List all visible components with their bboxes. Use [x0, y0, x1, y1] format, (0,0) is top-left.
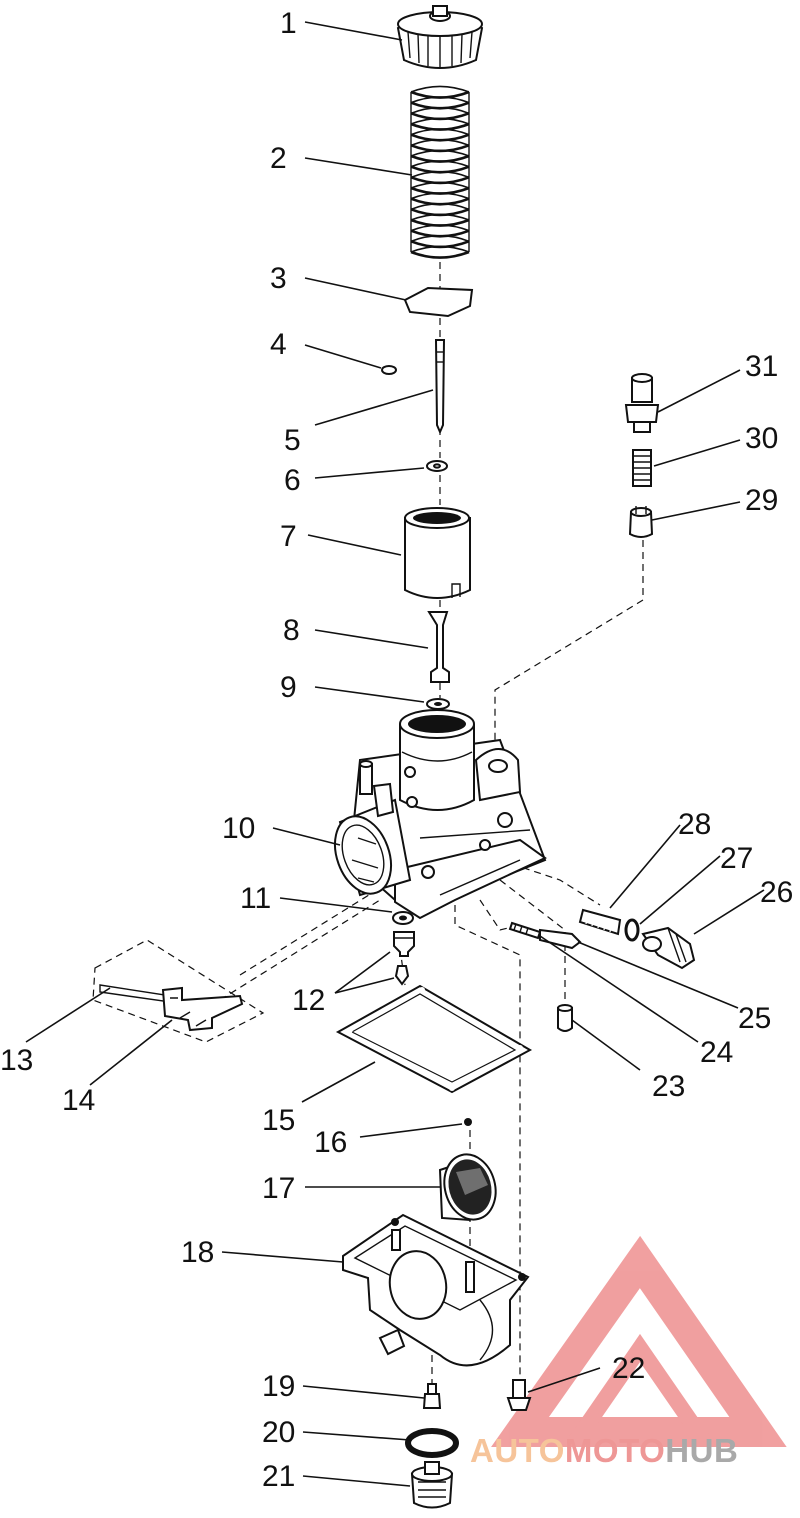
callout-labels: 1 2 3 4 5 6 7 8 9 10 11 12 13 14 15 16 1… — [0, 7, 793, 1493]
svg-text:AUTOMOTOHUB: AUTOMOTOHUB — [470, 1432, 738, 1469]
spring-coil-back — [410, 181, 470, 189]
callout-14: 14 — [62, 1084, 95, 1117]
part-14-bracket — [161, 986, 244, 1032]
callout-10: 10 — [222, 812, 255, 845]
part-30-air-screw-spring — [632, 449, 652, 487]
watermark-auto: AUTO — [470, 1432, 565, 1469]
part-9-washer — [426, 698, 450, 710]
spring-coil-back — [410, 106, 470, 115]
callout-16: 16 — [314, 1126, 347, 1159]
callout-22: 22 — [612, 1352, 645, 1385]
part-20-o-ring — [405, 1428, 459, 1458]
callout-5: 5 — [284, 424, 301, 457]
callout-20: 20 — [262, 1416, 295, 1449]
part-17-float — [438, 1153, 497, 1222]
callout-6: 6 — [284, 464, 301, 497]
part-3-retainer-plate — [403, 286, 474, 318]
part-13-vent-tube — [99, 984, 172, 1003]
callout-25: 25 — [738, 1002, 771, 1035]
part-2-spring — [410, 85, 470, 259]
spring-coil-back — [410, 234, 470, 243]
watermark-text: AUTOMOTOHUB — [470, 1432, 738, 1469]
callout-27: 27 — [720, 842, 753, 875]
part-29-air-screw-seat — [628, 506, 654, 538]
callout-18: 18 — [181, 1236, 214, 1269]
callout-1: 1 — [280, 7, 297, 40]
part-16-pin — [464, 1118, 472, 1126]
spring-coil-back — [410, 117, 470, 125]
callout-19: 19 — [262, 1370, 295, 1403]
spring-coil-front — [410, 250, 470, 259]
spring-coil-back — [410, 202, 470, 211]
callout-12: 12 — [292, 984, 325, 1017]
callout-28: 28 — [678, 808, 711, 841]
part-21-drain-plug — [410, 1461, 454, 1509]
watermark-logo — [491, 1235, 787, 1447]
spring-coil-back — [410, 160, 470, 168]
part-23-cap — [557, 1004, 573, 1032]
callout-2: 2 — [270, 142, 287, 175]
part-28-spring — [578, 908, 622, 936]
part-10-carburetor-body — [333, 709, 547, 920]
callout-8: 8 — [283, 614, 300, 647]
callout-30: 30 — [745, 422, 778, 455]
part-12-inlet-needle-valve — [393, 931, 415, 986]
part-11-washer — [392, 911, 414, 925]
callout-31: 31 — [745, 350, 778, 383]
callout-11: 11 — [240, 882, 271, 915]
part-25-pilot-screw — [539, 928, 582, 950]
part-8-needle-jet — [427, 611, 450, 683]
watermark-hub: HUB — [665, 1432, 738, 1469]
spring-coil-back — [410, 149, 470, 157]
spring-coil-back — [410, 170, 470, 179]
callout-23: 23 — [652, 1070, 685, 1103]
spring-coil-back — [410, 213, 470, 221]
watermark-moto: MOTO — [565, 1432, 665, 1469]
callout-17: 17 — [262, 1172, 295, 1205]
part-7-throttle-slide — [404, 507, 471, 599]
part-19-main-jet — [422, 1383, 442, 1409]
part-5-jet-needle — [434, 339, 446, 435]
spring-coil-back — [410, 224, 470, 232]
part-6-washer — [426, 460, 448, 472]
callout-13: 13 — [0, 1044, 33, 1077]
callout-26: 26 — [760, 876, 793, 909]
part-24-idle-screw — [508, 921, 542, 940]
callout-21: 21 — [262, 1460, 295, 1493]
callout-24: 24 — [700, 1036, 733, 1069]
part-1-top-cap — [396, 5, 484, 69]
leader-lines — [25, 21, 765, 1487]
part-4-clip — [381, 365, 397, 375]
part-18-float-bowl — [342, 1213, 530, 1367]
callout-3: 3 — [270, 262, 287, 295]
part-27-washer — [624, 918, 640, 942]
spring-coil-back — [410, 245, 470, 253]
spring-coil-back — [410, 192, 470, 200]
part-26-throttle-stop — [641, 926, 696, 970]
spring-coil-back — [410, 128, 470, 136]
callout-15: 15 — [262, 1104, 295, 1137]
part-22-bowl-screw — [506, 1379, 532, 1411]
callout-29: 29 — [745, 484, 778, 517]
spring-coil-back — [410, 138, 470, 147]
spring-coil-back — [410, 85, 470, 93]
callout-9: 9 — [280, 671, 297, 704]
part-15-gasket — [335, 984, 533, 1094]
part-31-air-screw-cap — [624, 373, 660, 433]
callout-4: 4 — [270, 328, 287, 361]
spring-coil-back — [410, 96, 470, 104]
callout-7: 7 — [280, 520, 297, 553]
